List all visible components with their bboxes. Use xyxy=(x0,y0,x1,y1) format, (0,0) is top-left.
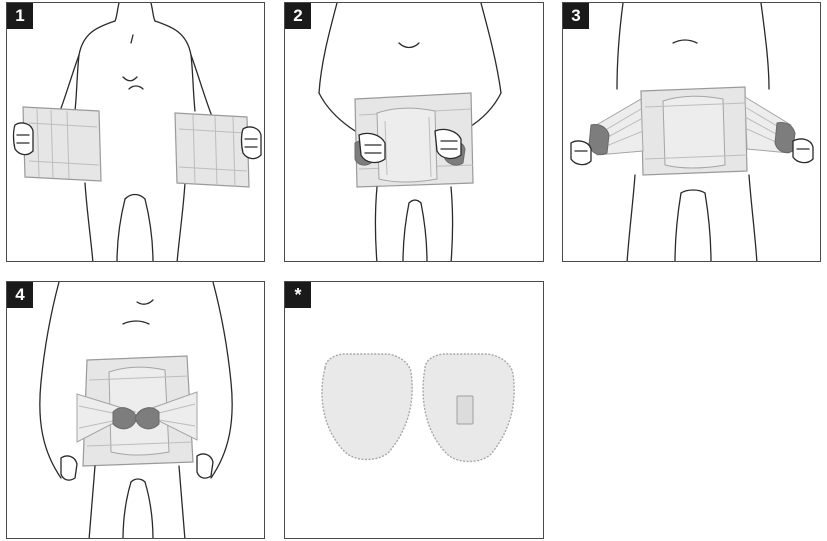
step-3-illustration xyxy=(563,3,821,262)
step-panel-1: 1 xyxy=(6,2,265,262)
step-2-illustration xyxy=(285,3,544,262)
step-panel-3: 3 xyxy=(562,2,821,262)
pads-illustration xyxy=(285,282,544,539)
pad-tab xyxy=(457,396,473,424)
accessory-panel: * xyxy=(284,281,544,539)
step-number-badge: 2 xyxy=(285,3,311,29)
step-panel-2: 2 xyxy=(284,2,544,262)
step-number-badge: 1 xyxy=(7,3,33,29)
step-4-illustration xyxy=(7,282,265,539)
step-panel-4: 4 xyxy=(6,281,265,539)
step-number-badge: 4 xyxy=(7,282,33,308)
step-number-badge: 3 xyxy=(563,3,589,29)
accessory-badge: * xyxy=(285,282,311,308)
step-1-illustration xyxy=(7,3,265,262)
pad-left xyxy=(322,354,412,460)
